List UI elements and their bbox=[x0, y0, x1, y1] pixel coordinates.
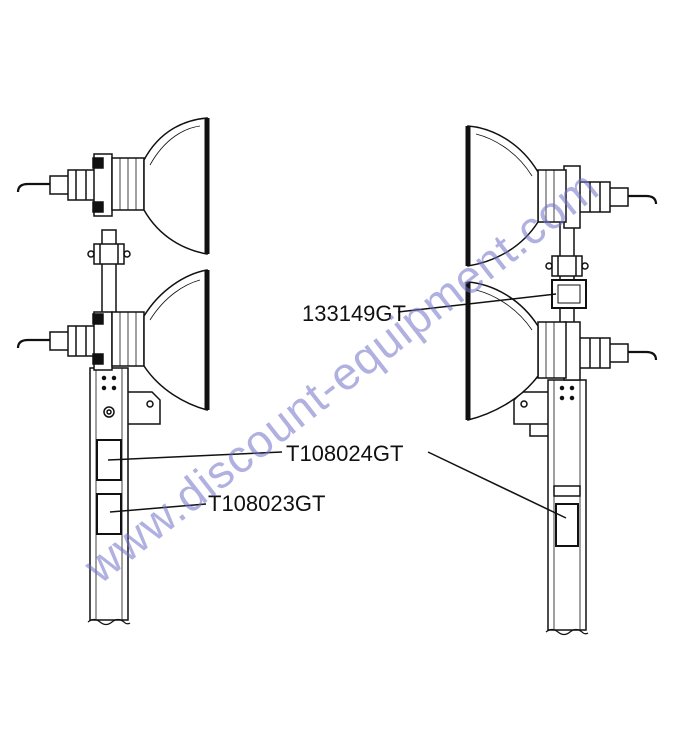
callout-T108023GT: T108023GT bbox=[208, 491, 325, 516]
left-lower-lamp bbox=[16, 269, 210, 411]
left-upper-pole bbox=[87, 229, 131, 321]
left-ballast-lower bbox=[96, 493, 122, 535]
right-upper-lamp bbox=[465, 125, 658, 267]
right-lower-lamp bbox=[465, 281, 658, 421]
callout-T108024GT: T108024GT bbox=[286, 441, 403, 466]
leader-t108024-left bbox=[107, 451, 283, 461]
leader-133149 bbox=[397, 293, 557, 313]
tilt-bracket bbox=[551, 279, 587, 309]
callout-133149GT: 133149GT bbox=[302, 301, 406, 326]
left-upper-lamp bbox=[16, 117, 210, 255]
left-light-assembly bbox=[16, 117, 210, 626]
leader-t108023 bbox=[109, 503, 207, 513]
leader-t108024-right bbox=[427, 451, 567, 519]
right-ballast bbox=[555, 503, 579, 547]
right-mast bbox=[513, 379, 589, 636]
right-light-assembly bbox=[465, 125, 658, 636]
leader-lines bbox=[107, 293, 567, 519]
